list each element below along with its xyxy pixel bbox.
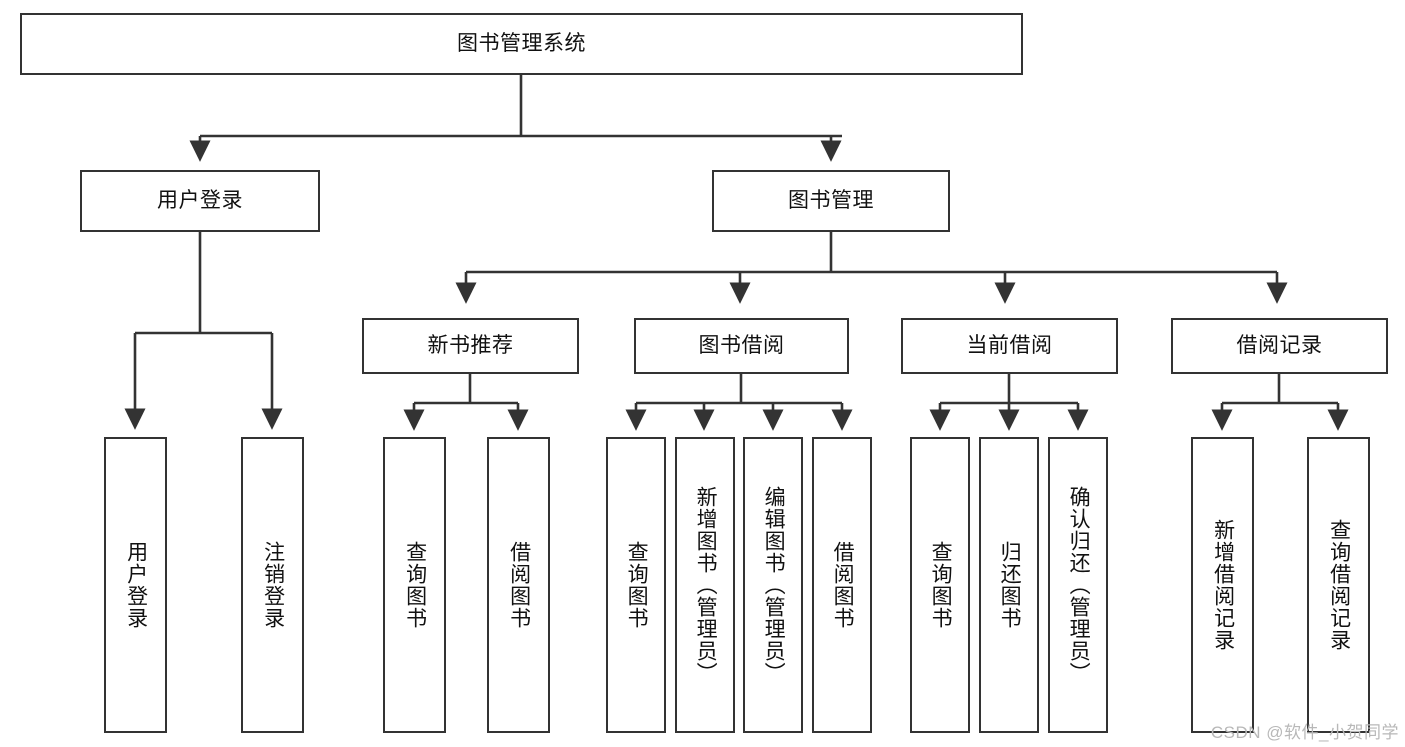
node-user-login[interactable]: 用户登录 <box>80 170 320 232</box>
watermark: CSDN @软件_小贺同学 <box>1210 723 1399 742</box>
node-label: 用户登录 <box>124 541 148 629</box>
node-label: 当前借阅 <box>966 334 1053 358</box>
leaf-borrow-book-recommend[interactable]: 借阅图书 <box>487 437 550 733</box>
node-book-borrow[interactable]: 图书借阅 <box>634 318 849 374</box>
node-label: 查询借阅记录 <box>1327 519 1351 651</box>
leaf-query-book-recommend[interactable]: 查询图书 <box>383 437 446 733</box>
node-label: 新增图书（管理员） <box>694 486 718 684</box>
node-label: 查询图书 <box>403 541 427 629</box>
leaf-query-borrow-record[interactable]: 查询借阅记录 <box>1307 437 1370 733</box>
leaf-borrow-book[interactable]: 借阅图书 <box>812 437 872 733</box>
leaf-add-book[interactable]: 新增图书（管理员） <box>675 437 735 733</box>
node-label: 编辑图书（管理员） <box>762 486 786 684</box>
node-label: 新书推荐 <box>427 334 514 358</box>
node-label: 借阅图书 <box>831 541 855 629</box>
leaf-return-book[interactable]: 归还图书 <box>979 437 1039 733</box>
leaf-confirm-return[interactable]: 确认归还（管理员） <box>1048 437 1108 733</box>
node-borrow-record[interactable]: 借阅记录 <box>1171 318 1388 374</box>
node-label: 借阅记录 <box>1236 334 1323 358</box>
node-label: 查询图书 <box>625 541 649 629</box>
node-label: 图书管理系统 <box>457 32 586 56</box>
node-label: 图书借阅 <box>698 334 785 358</box>
node-label: 新增借阅记录 <box>1211 519 1235 651</box>
node-book-management-system[interactable]: 图书管理系统 <box>20 13 1023 75</box>
node-book-manage[interactable]: 图书管理 <box>712 170 950 232</box>
node-label: 用户登录 <box>157 189 243 213</box>
node-current-borrow[interactable]: 当前借阅 <box>901 318 1118 374</box>
leaf-edit-book[interactable]: 编辑图书（管理员） <box>743 437 803 733</box>
node-label: 注销登录 <box>261 541 285 629</box>
node-label: 归还图书 <box>998 541 1022 629</box>
node-label: 确认归还（管理员） <box>1067 486 1091 684</box>
node-label: 查询图书 <box>929 541 953 629</box>
node-label: 图书管理 <box>788 189 874 213</box>
leaf-query-book-borrow[interactable]: 查询图书 <box>606 437 666 733</box>
node-new-book-recommend[interactable]: 新书推荐 <box>362 318 579 374</box>
node-label: 借阅图书 <box>507 541 531 629</box>
leaf-user-login[interactable]: 用户登录 <box>104 437 167 733</box>
leaf-add-borrow-record[interactable]: 新增借阅记录 <box>1191 437 1254 733</box>
leaf-query-book-current[interactable]: 查询图书 <box>910 437 970 733</box>
leaf-logout[interactable]: 注销登录 <box>241 437 304 733</box>
